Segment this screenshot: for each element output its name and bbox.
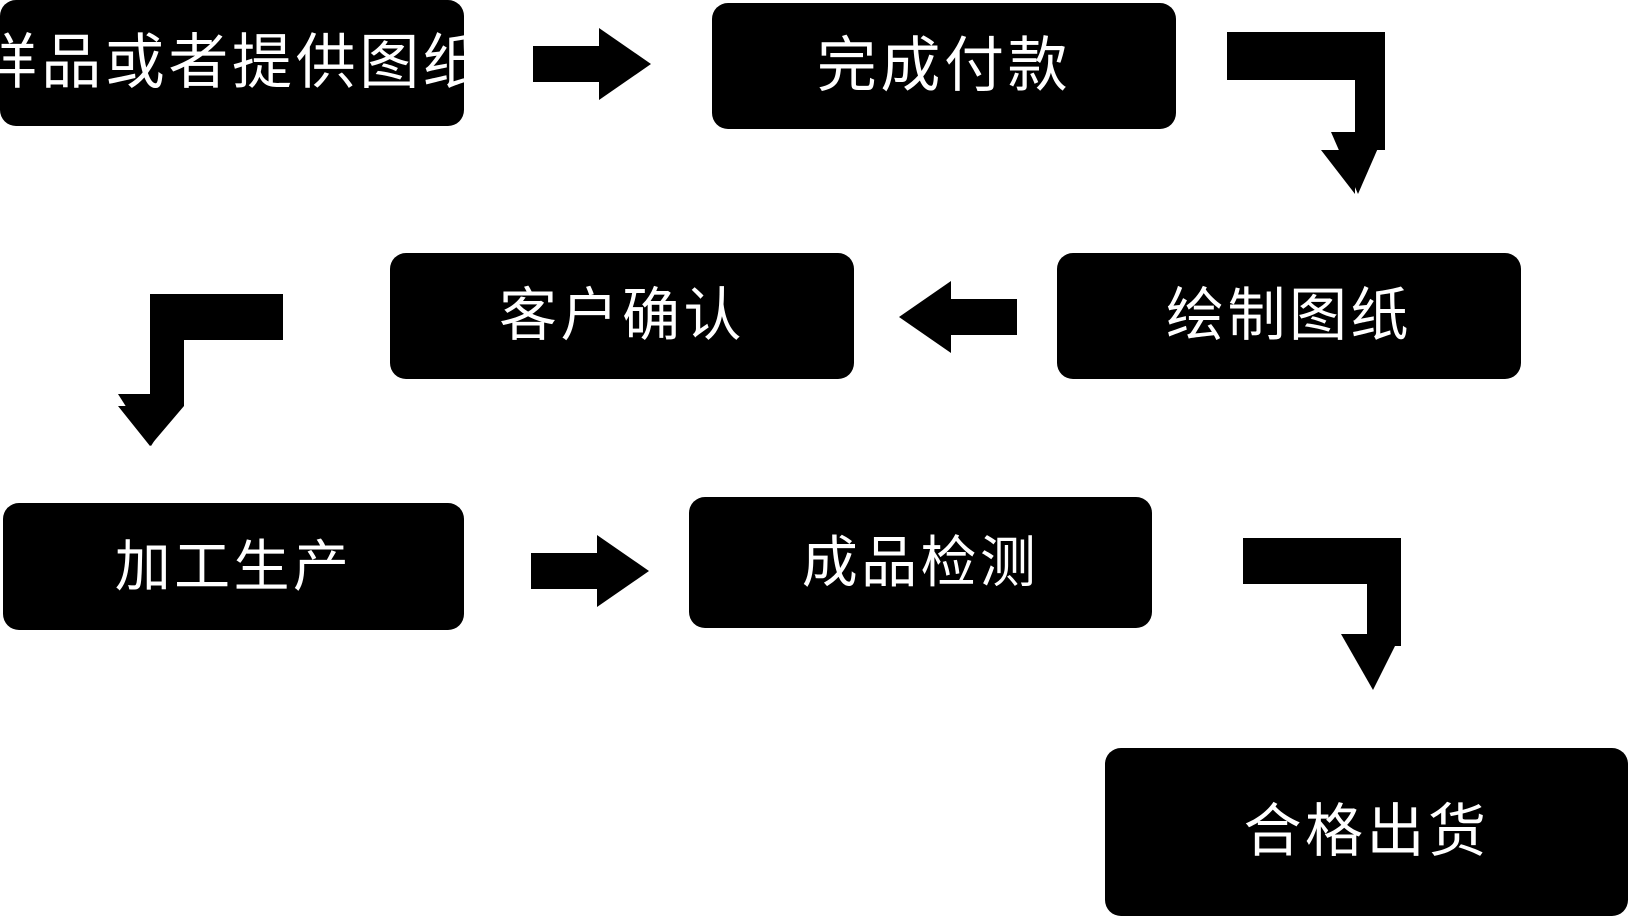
arrow-elbow-right-down-icon (1227, 32, 1385, 194)
flow-node-label: 完成付款 (816, 32, 1072, 99)
arrow-elbow-left-down-icon (118, 294, 283, 446)
flow-node-production[interactable]: 加工生产 (3, 503, 464, 630)
flow-node-label: 成品检测 (801, 530, 1040, 594)
arrow-elbow-right-down-icon (1243, 538, 1401, 690)
flow-node-drawing[interactable]: 绘制图纸 (1057, 253, 1521, 379)
flow-node-label: 合格出货 (1243, 799, 1490, 864)
arrow-left-icon (899, 281, 1017, 353)
flow-node-label: 加工生产 (114, 534, 353, 598)
arrow-right-icon (531, 535, 649, 607)
flow-node-label: 客户确认 (499, 283, 745, 348)
arrow-right-icon (533, 28, 651, 100)
flow-node-shipment[interactable]: 合格出货 (1105, 748, 1628, 916)
flow-node-inspection[interactable]: 成品检测 (689, 497, 1152, 628)
flow-node-confirm[interactable]: 客户确认 (390, 253, 854, 379)
flow-node-payment[interactable]: 完成付款 (712, 3, 1176, 129)
flow-node-label: 样品或者提供图纸 (0, 29, 487, 96)
flow-node-sample[interactable]: 样品或者提供图纸 (0, 0, 483, 126)
flow-node-label: 绘制图纸 (1166, 283, 1412, 348)
